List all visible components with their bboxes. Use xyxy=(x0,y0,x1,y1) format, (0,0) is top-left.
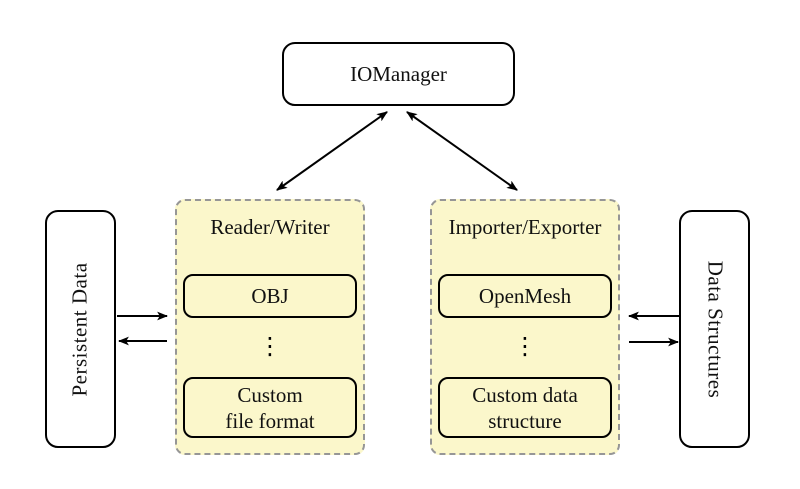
importer-exporter-title: Importer/Exporter xyxy=(448,215,602,239)
iomanager-box: IOManager xyxy=(282,42,515,106)
arrow-iomanager-readerwriter xyxy=(276,111,388,191)
obj-box: OBJ xyxy=(183,274,357,318)
importer-exporter-group: Importer/Exporter OpenMesh ⋮ Custom data… xyxy=(430,199,620,455)
reader-writer-ellipsis: ⋮ xyxy=(258,332,282,360)
reader-writer-group: Reader/Writer OBJ ⋮ Custom file format xyxy=(175,199,365,455)
reader-writer-title: Reader/Writer xyxy=(210,215,330,239)
openmesh-label: OpenMesh xyxy=(478,284,572,308)
openmesh-box: OpenMesh xyxy=(438,274,612,318)
data-structures-box: Data Structures xyxy=(679,210,750,448)
iomanager-label: IOManager xyxy=(350,61,447,86)
custom-data-structure-box: Custom data structure xyxy=(438,377,612,438)
custom-data-structure-label: Custom data structure xyxy=(472,382,578,433)
custom-file-format-box: Custom file format xyxy=(183,377,357,438)
arrow-iomanager-importerexporter xyxy=(406,111,518,191)
persistent-data-box: Persistent Data xyxy=(45,210,116,448)
obj-label: OBJ xyxy=(251,284,289,308)
custom-file-format-label: Custom file format xyxy=(225,382,315,433)
data-structures-label: Data Structures xyxy=(703,260,728,398)
persistent-data-label: Persistent Data xyxy=(68,261,92,397)
importer-exporter-ellipsis: ⋮ xyxy=(513,332,537,360)
